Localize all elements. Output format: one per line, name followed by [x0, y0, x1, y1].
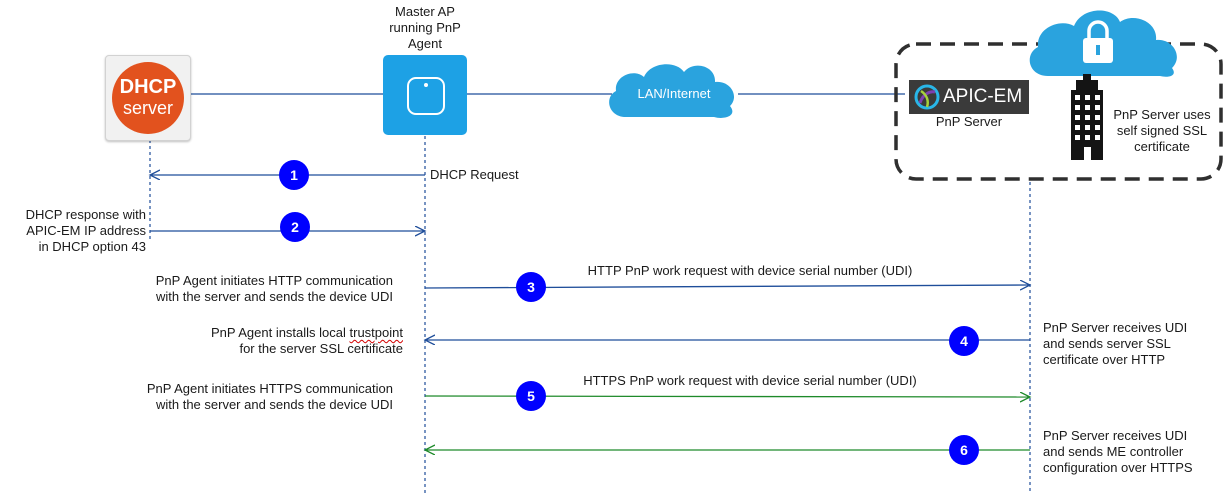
building-icon	[1071, 74, 1103, 160]
dhcp-server-logo: DHCP server	[105, 55, 191, 141]
server-boundary	[894, 42, 1223, 181]
step-3-center-text: HTTP PnP work request with device serial…	[587, 263, 913, 278]
step-2-badge: 2	[280, 212, 310, 242]
step-4-right-text: PnP Server receives UDI and sends server…	[1043, 320, 1188, 367]
step-4-badge: 4	[949, 326, 979, 356]
step-5-left-text: PnP Agent initiates HTTPS communication …	[146, 381, 393, 412]
step-6-badge: 6	[949, 435, 979, 465]
step-1-label: DHCP Request	[430, 167, 519, 182]
ssl-note: PnP Server uses self signed SSL certific…	[1113, 107, 1211, 154]
step-4-left-text: PnP Agent installs local trustpoint for …	[130, 325, 403, 357]
apic-em-logo: APIC-EM	[909, 80, 1029, 114]
step-2-left-text: DHCP response with APIC-EM IP address in…	[25, 207, 146, 254]
access-point-icon	[383, 55, 467, 135]
ap-label: Master AP running PnP Agent	[389, 4, 461, 51]
step-1-badge: 1	[279, 160, 309, 190]
step-4-left-line-1: PnP Agent installs local trustpoint	[211, 325, 403, 340]
dhcp-logo-line-1: DHCP	[119, 76, 177, 98]
network-cloud-label: LAN/Internet	[637, 86, 711, 101]
cloud-lock-icon	[1029, 10, 1177, 77]
cloud-icon	[609, 64, 735, 118]
step-3-left-text: PnP Agent initiates HTTP communication w…	[155, 273, 393, 304]
apic-em-text: APIC-EM	[943, 86, 1023, 107]
step-3-badge: 3	[516, 272, 546, 302]
step-6-right-text: PnP Server receives UDI and sends ME con…	[1043, 428, 1193, 475]
step-5-center-text: HTTPS PnP work request with device seria…	[583, 373, 917, 388]
dhcp-logo-line-2: server	[122, 98, 173, 118]
step-5-badge: 5	[516, 381, 546, 411]
dhcp-logo-circle: DHCP server	[112, 62, 184, 134]
step-4-left-line-2: for the server SSL certificate	[239, 341, 403, 356]
pnp-server-label: PnP Server	[935, 114, 1003, 129]
